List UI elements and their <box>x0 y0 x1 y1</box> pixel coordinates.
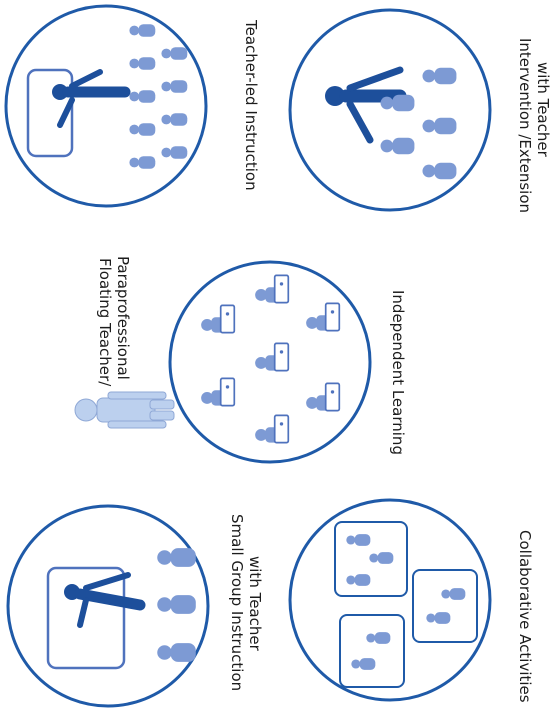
collaborative-station <box>288 498 492 702</box>
station-circle <box>168 260 372 464</box>
label-independent: Independent Learning <box>389 290 407 455</box>
station-circle <box>288 498 492 702</box>
floating-teacher-icon <box>74 391 175 429</box>
label-floating-line2: Paraprofessional <box>114 256 132 380</box>
station-circle <box>4 4 208 208</box>
label-intervention-line1: Intervention /Extension <box>516 38 534 213</box>
station-circle <box>288 8 492 212</box>
station-circle <box>6 504 210 708</box>
label-intervention-line2: with Teacher <box>534 62 552 158</box>
whiteboard-icon <box>26 68 74 158</box>
label-small-group-line2: with Teacher <box>246 556 264 652</box>
group-table-icon <box>339 614 405 688</box>
group-table-icon <box>412 569 478 643</box>
whiteboard-icon <box>46 566 126 670</box>
student-icons <box>129 24 188 169</box>
student-icons <box>380 67 457 180</box>
teacher-led-station <box>4 4 208 208</box>
label-collaborative: Collaborative Activities <box>516 530 534 703</box>
student-icons <box>157 548 196 662</box>
label-small-group-line1: Small Group Instruction <box>228 514 246 691</box>
intervention-station <box>288 8 492 212</box>
teacher-figure-icon <box>52 69 131 128</box>
label-teacher-led: Teacher-led Instruction <box>242 19 260 191</box>
small-group-station <box>6 504 210 708</box>
teacher-figure-icon <box>325 66 407 144</box>
label-floating-line1: Floating Teacher/ <box>96 258 114 387</box>
teacher-figure-icon <box>64 572 146 628</box>
independent-learning-station <box>168 260 372 464</box>
group-table-icon <box>334 521 408 597</box>
student-at-desk-icons <box>200 274 341 444</box>
